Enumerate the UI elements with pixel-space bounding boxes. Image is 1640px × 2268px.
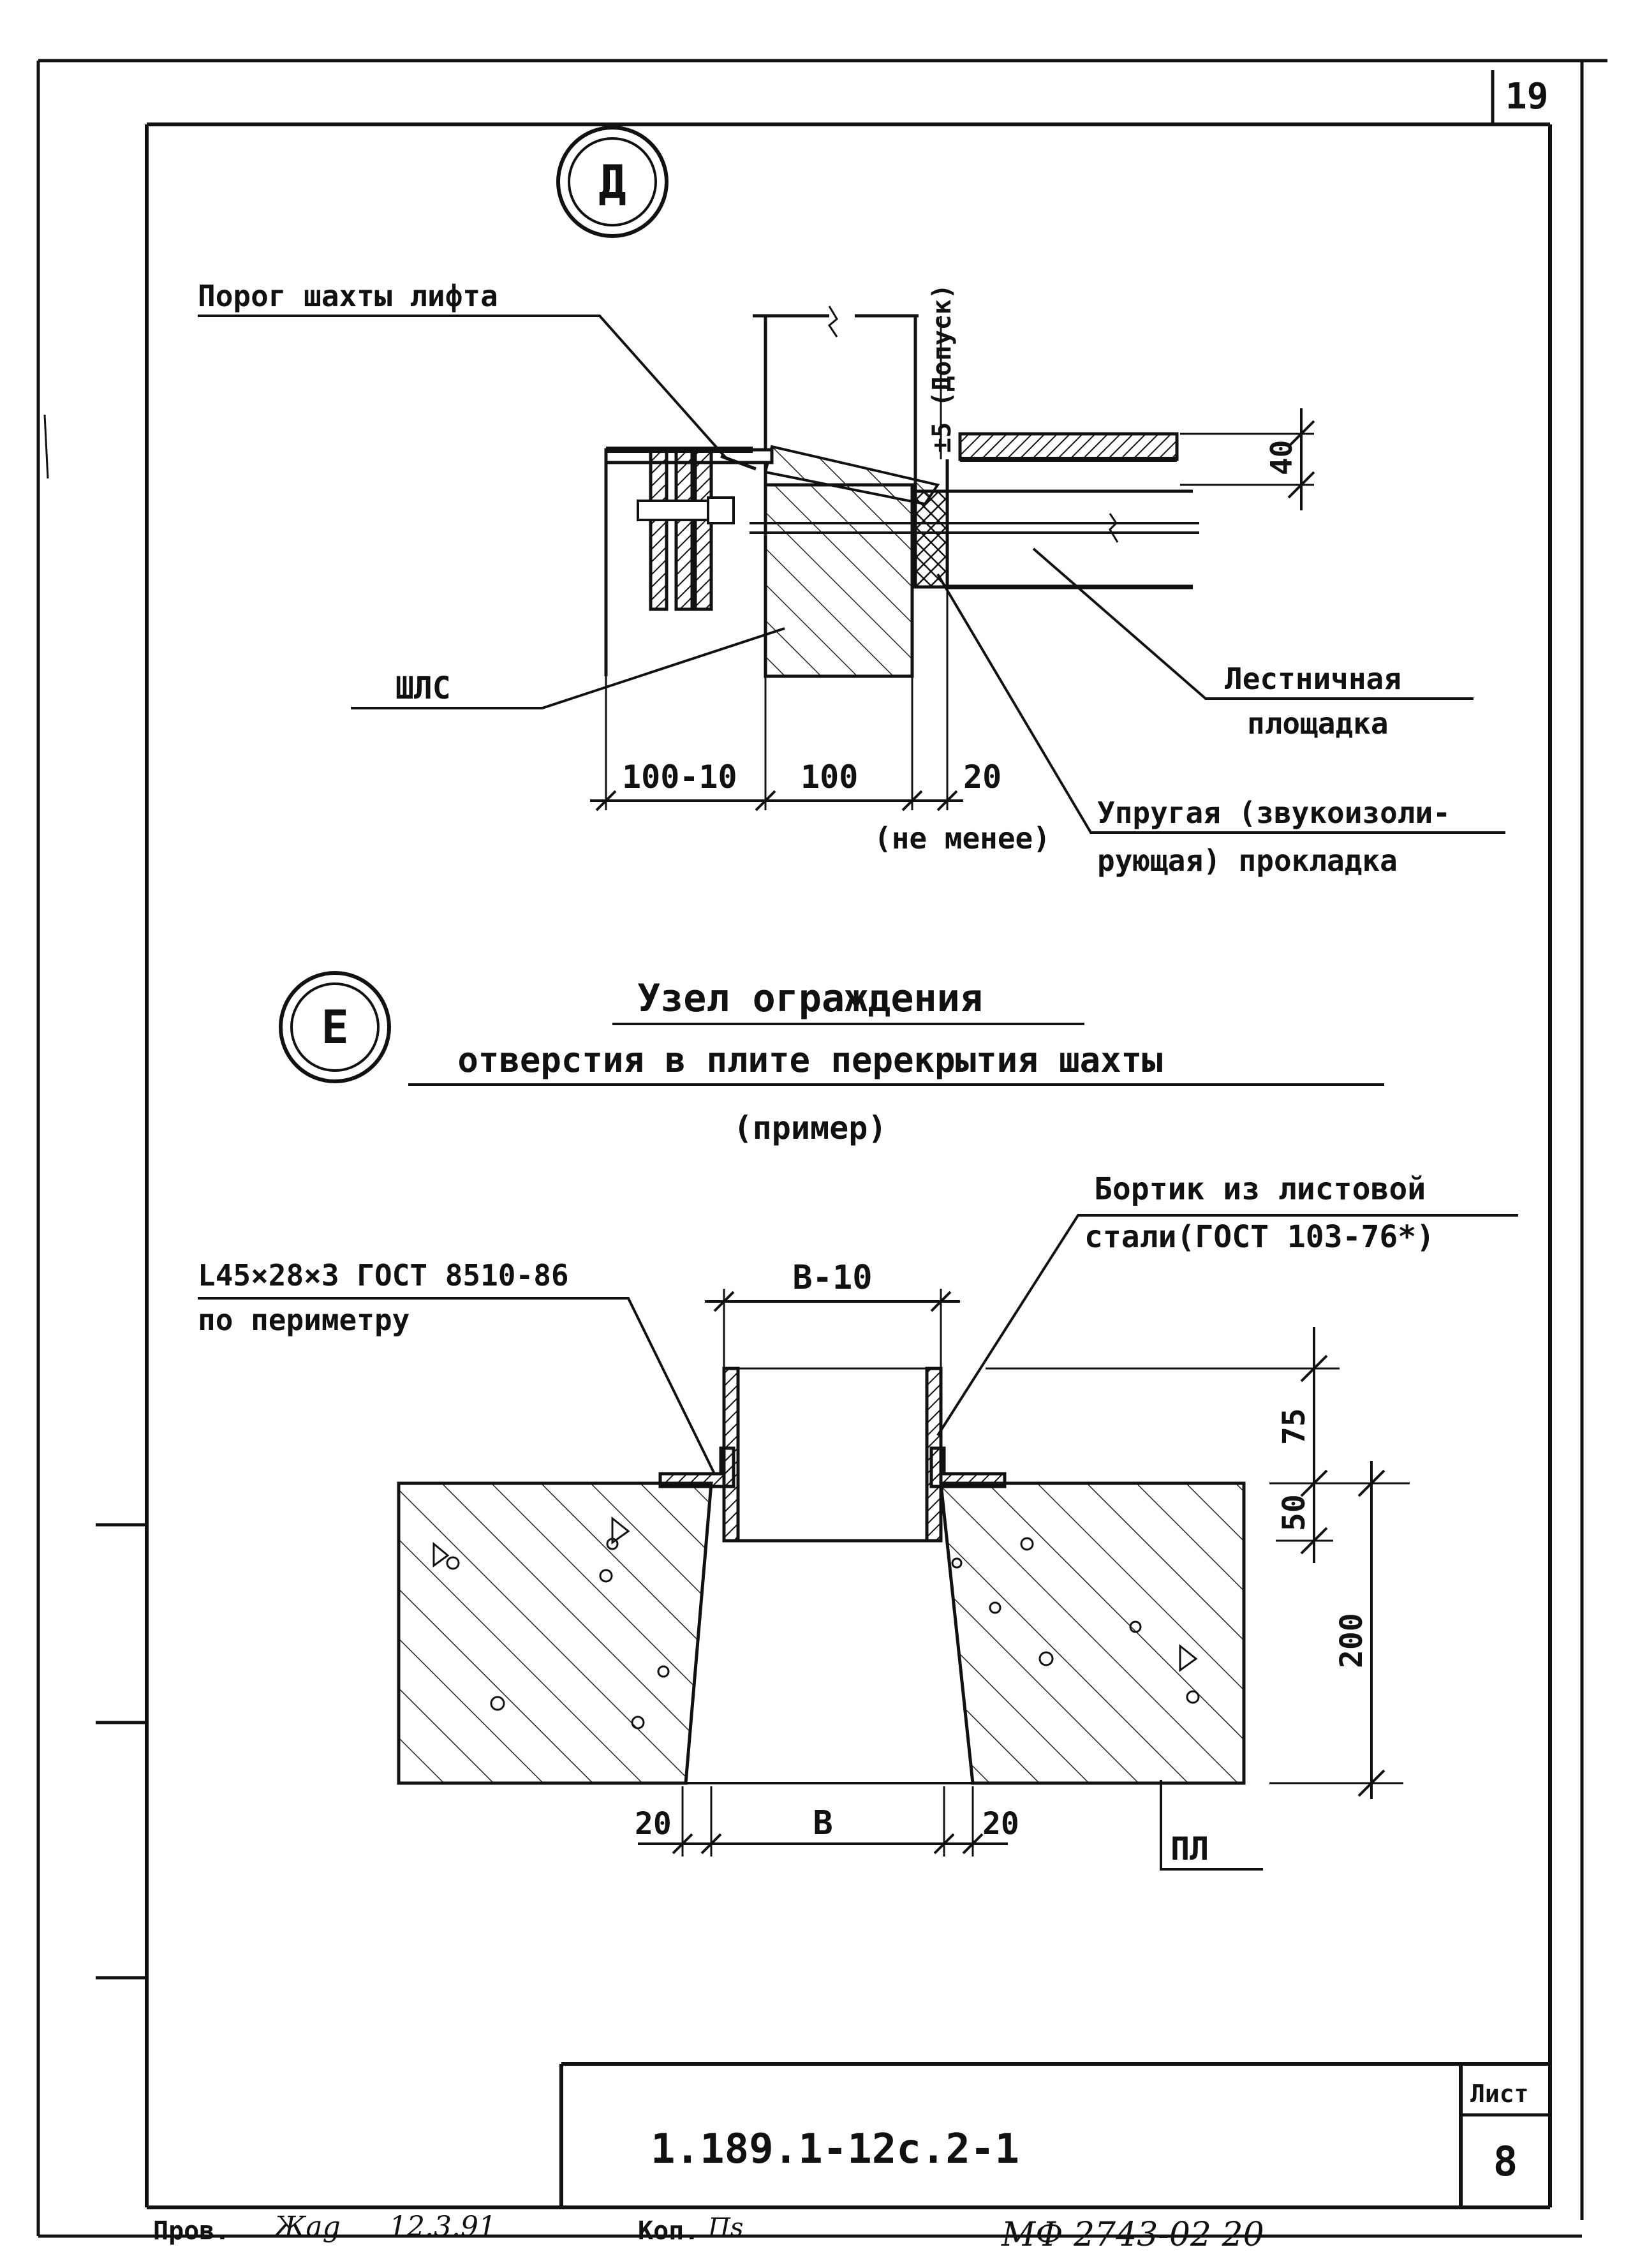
detail-d-marker-letter: Д <box>598 155 626 209</box>
dim-20-left: 20 <box>635 1806 672 1842</box>
document-code: 1.189.1-12с.2-1 <box>651 2126 1019 2173</box>
dim-20-right: 20 <box>982 1806 1019 1842</box>
detail-e: Е Узел ограждения отверстия в плите пере… <box>198 971 1518 1871</box>
landing-label-1: Лестничная <box>1225 662 1401 696</box>
dim-b10: В-10 <box>792 1259 872 1297</box>
detail-e-marker-letter: Е <box>321 1000 348 1054</box>
copy-label: Коп. <box>638 2216 699 2246</box>
copy-signature: Пs <box>707 2213 743 2242</box>
detail-e-title-2: отверстия в плите перекрытия шахты <box>457 1040 1162 1080</box>
dim-20: 20 <box>963 759 1001 796</box>
angle-label-1: L45×28×3 ГОСТ 8510-86 <box>198 1258 569 1293</box>
detail-e-marker <box>279 971 391 1083</box>
dim-40: 40 <box>1264 440 1299 475</box>
angle-label-2: по периметру <box>198 1303 410 1337</box>
detail-d-geometry <box>198 306 1505 834</box>
dim-min-note: (не менее) <box>874 821 1051 856</box>
dim-100-10: 100-10 <box>622 759 737 796</box>
dim-50: 50 <box>1276 1494 1312 1531</box>
check-date: 12.3.91 <box>389 2211 496 2243</box>
detail-e-title-1: Узел ограждения <box>637 976 983 1021</box>
sheet-number: 8 <box>1493 2138 1518 2186</box>
detail-e-title-3: (пример) <box>734 1109 887 1146</box>
sheet-frame <box>36 59 1607 2238</box>
archive-number: МФ 2743-02 20 <box>1001 2216 1264 2254</box>
rim-label-1: Бортик из листовой <box>1094 1171 1426 1207</box>
dim-100: 100 <box>801 759 858 796</box>
detail-e-labels: Бортик из листовой стали(ГОСТ 103-76*) L… <box>198 1171 1435 1867</box>
sheet-label: Лист <box>1470 2080 1529 2108</box>
footer: Пров. Жаg 12.3.91 Коп. Пs МФ 2743-02 20 <box>153 2211 1264 2254</box>
pad-label-1: Упругая (звукоизоли- <box>1097 796 1451 830</box>
dim-200: 200 <box>1334 1613 1370 1668</box>
threshold-label: Порог шахты лифта <box>198 279 498 313</box>
landing-label-2: площадка <box>1247 706 1389 741</box>
dim-b: В <box>813 1804 832 1842</box>
check-label: Пров. <box>153 2216 230 2246</box>
detail-e-geometry <box>198 1214 1518 1871</box>
pad-label-2: рующая) прокладка <box>1097 843 1398 878</box>
tolerance-label: ±5 (Допуск) <box>927 284 957 453</box>
rim-label-2: стали(ГОСТ 103-76*) <box>1084 1219 1435 1255</box>
detail-d-labels: Порог шахты лифта ±5 (Допуск) ШЛС Лестни… <box>198 279 1451 878</box>
detail-d: Д <box>198 126 1505 878</box>
dim-75: 75 <box>1276 1408 1312 1445</box>
title-block <box>559 2062 1550 2207</box>
detail-d-marker <box>556 126 669 238</box>
shls-label: ШЛС <box>395 671 451 706</box>
page-number: 19 <box>1505 76 1548 117</box>
check-signature: Жаg <box>272 2211 341 2243</box>
pl-label: ПЛ <box>1171 1830 1209 1867</box>
